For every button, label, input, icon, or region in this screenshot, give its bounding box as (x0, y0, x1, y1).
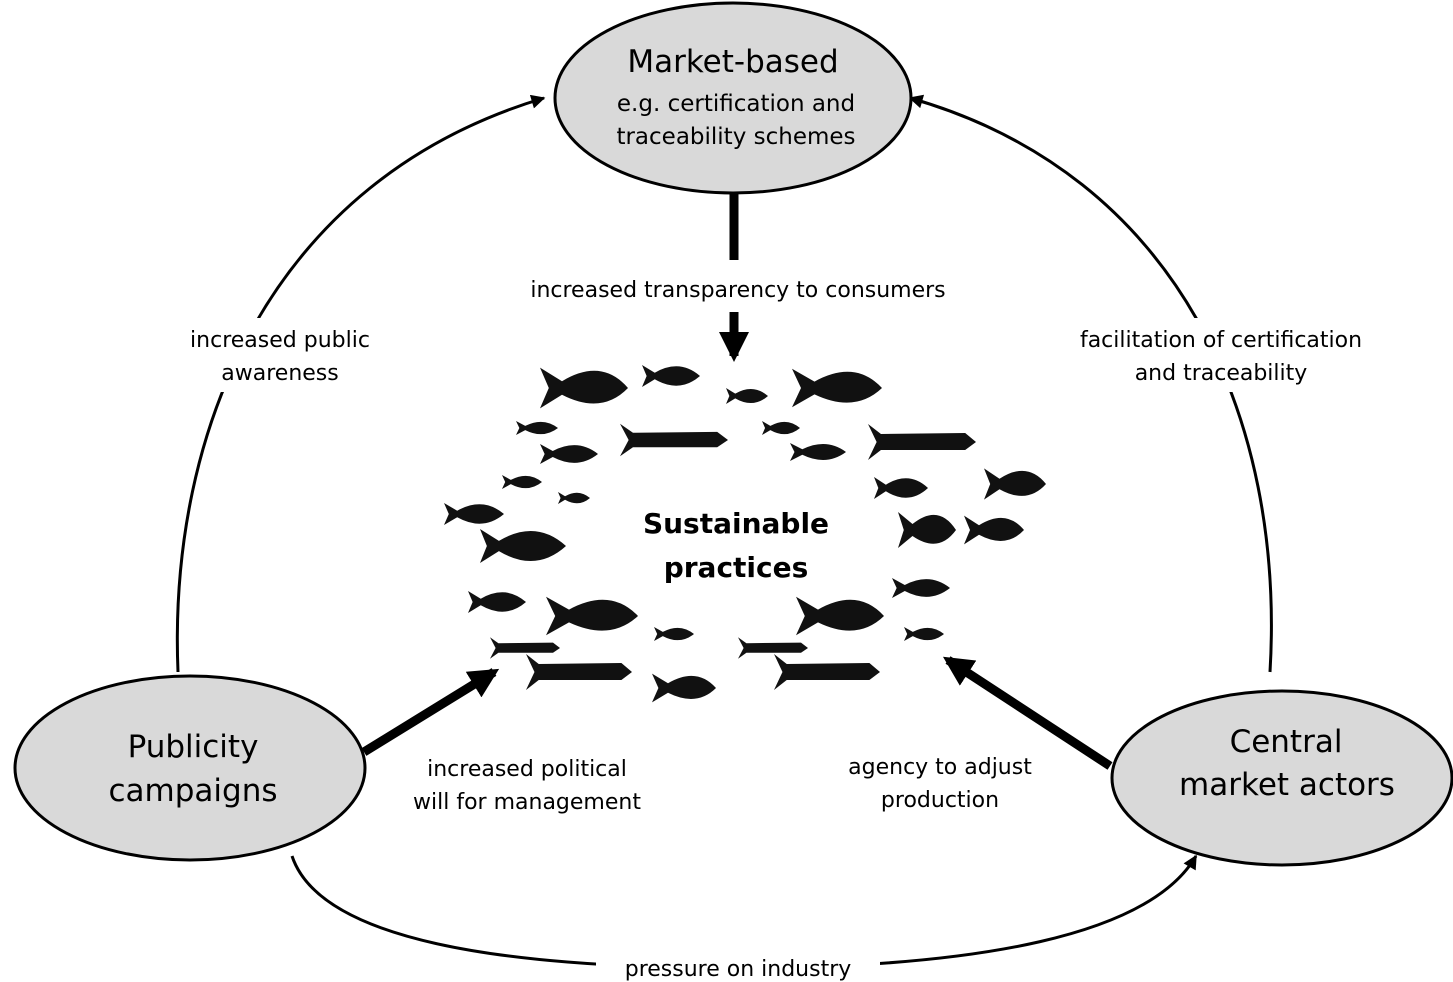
fish-icon (558, 492, 590, 504)
node-central-market-actors: Central market actors (1110, 689, 1453, 867)
label-pressure: pressure on industry (625, 957, 852, 982)
fish-icon (964, 515, 1024, 545)
fish-icon (726, 388, 768, 404)
label-political-will-1: increased political (427, 757, 627, 782)
label-facilitation-1: facilitation of certification (1080, 328, 1362, 353)
label-agency-1: agency to adjust (848, 755, 1032, 780)
fish-icon (792, 368, 882, 408)
label-bg-public-awareness (180, 318, 380, 392)
fish-icon (762, 421, 800, 435)
node-market-based: Market-based e.g. certification and trac… (553, 1, 913, 195)
fish-icon (490, 637, 560, 659)
center-label-line1: Sustainable (643, 507, 829, 540)
fish-icon (516, 421, 558, 435)
label-transparency: increased transparency to consumers (530, 278, 945, 303)
fish-icon (904, 627, 944, 641)
fish-icon (502, 475, 542, 489)
fish-icon (892, 578, 950, 598)
arrow-central-to-center (942, 656, 1113, 770)
label-facilitation-2: and traceability (1135, 361, 1308, 386)
fish-icon (480, 529, 566, 563)
label-agency-2: production (881, 788, 999, 813)
fish-icon (874, 477, 928, 499)
fish-icon (984, 468, 1046, 500)
node-publicity-line1: Publicity (128, 729, 259, 765)
fish-icon (652, 673, 716, 703)
node-central-line1: Central (1230, 724, 1343, 760)
fish-icon (444, 503, 504, 525)
fish-icon (642, 365, 700, 387)
fish-icon (468, 591, 526, 613)
fish-icon (738, 637, 808, 659)
node-market-based-subtitle-2: traceability schemes (616, 124, 855, 150)
node-market-based-subtitle-1: e.g. certification and (617, 91, 855, 117)
label-public-awareness-2: awareness (221, 361, 338, 386)
node-market-based-title: Market-based (627, 44, 838, 80)
fish-icon (546, 596, 638, 636)
node-publicity-campaigns: Publicity campaigns (13, 674, 367, 862)
fish-icon (526, 654, 632, 690)
fish-icon (540, 444, 598, 464)
arrow-publicity-to-center (361, 668, 500, 756)
fish-icon (790, 443, 846, 461)
fish-icon (898, 512, 956, 548)
label-political-will-2: will for management (413, 790, 641, 815)
node-publicity-line2: campaigns (108, 773, 277, 809)
label-bg-pressure (596, 950, 880, 982)
center-label-line2: practices (664, 551, 809, 584)
label-bg-facilitation (1064, 318, 1380, 392)
fish-icon (654, 627, 694, 641)
label-public-awareness-1: increased public (190, 328, 370, 353)
fish-icon (540, 367, 628, 409)
fish-icon (774, 654, 880, 690)
fish-icon (620, 423, 728, 457)
fish-icon (796, 596, 884, 636)
fish-school-illustration (444, 365, 1046, 703)
node-central-line2: market actors (1179, 767, 1395, 803)
fish-icon (868, 424, 976, 460)
